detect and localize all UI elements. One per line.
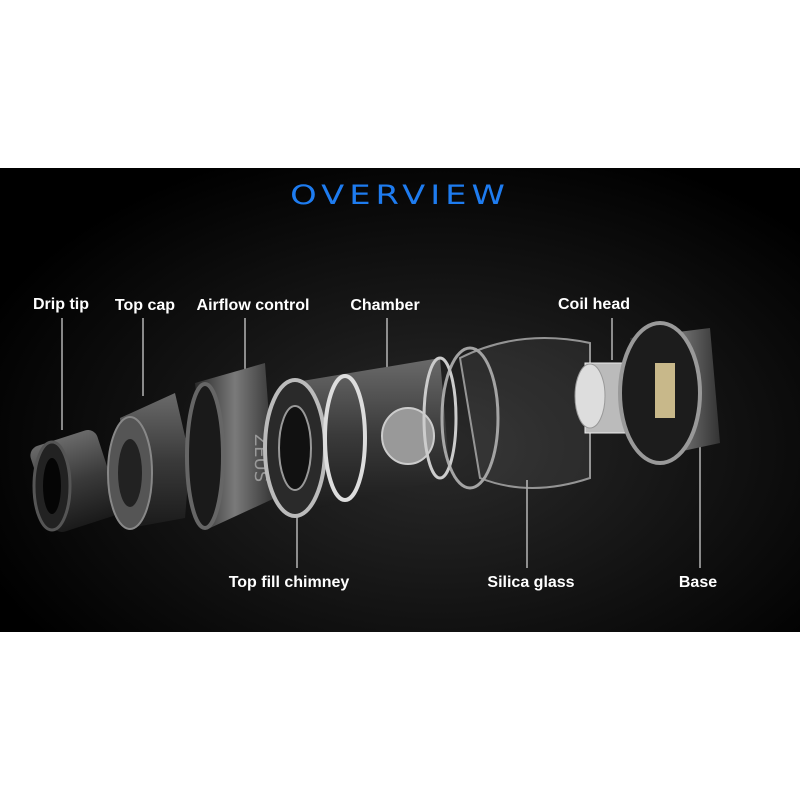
medallion	[381, 407, 435, 465]
silica-glass-part	[440, 337, 591, 490]
chamber-part	[263, 356, 458, 518]
page-title: OVERVIEW	[290, 180, 510, 211]
airflow-control-part: ZEUS	[185, 363, 275, 530]
exploded-tank-illustration: ZEUS	[30, 318, 720, 568]
top-cap-part	[107, 393, 190, 530]
leader-lines	[61, 318, 701, 568]
label-silica-glass: Silica glass	[487, 574, 575, 591]
label-top-cap: Top cap	[114, 297, 176, 314]
label-airflow-control: Airflow control	[196, 297, 310, 314]
label-chamber: Chamber	[350, 297, 420, 314]
base-part	[618, 321, 720, 465]
label-base: Base	[678, 574, 718, 591]
label-top-fill-chimney: Top fill chimney	[228, 574, 350, 591]
label-coil-head: Coil head	[557, 296, 631, 313]
label-drip-tip: Drip tip	[33, 296, 89, 313]
drip-tip-part	[30, 429, 120, 533]
